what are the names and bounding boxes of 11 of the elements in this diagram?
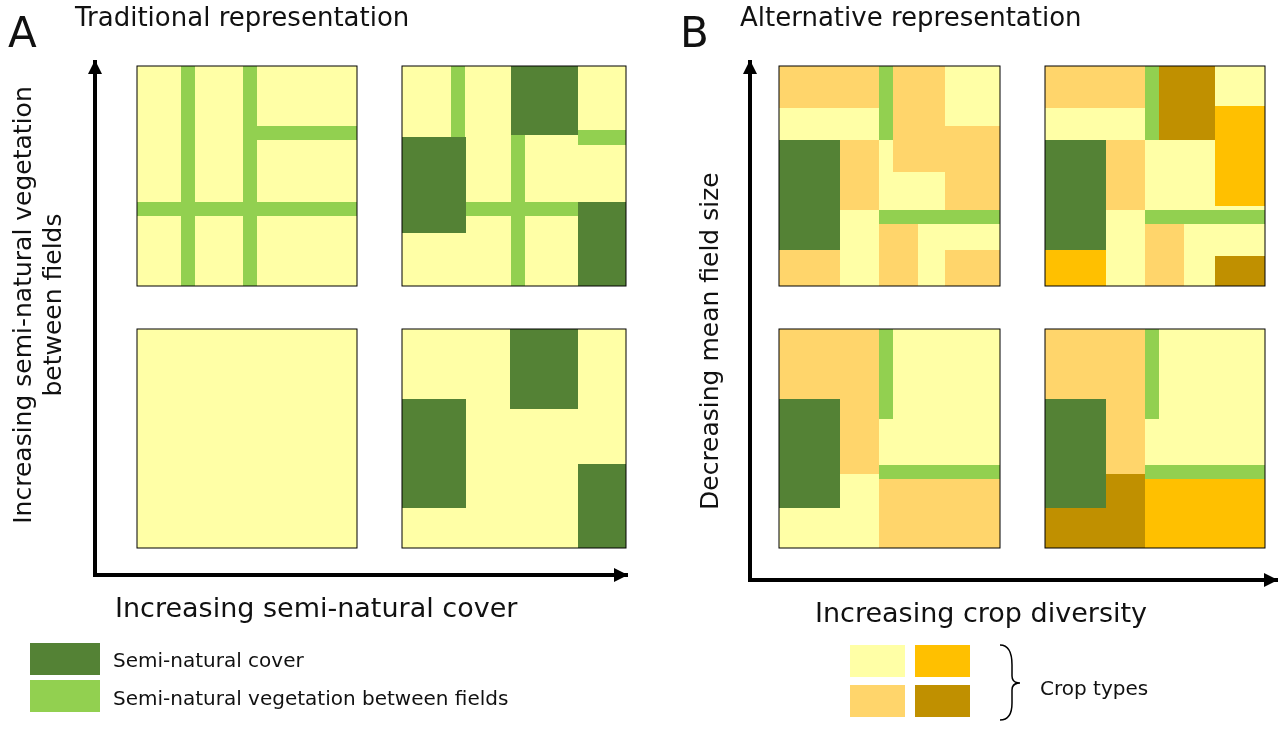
- legend-label: Semi-natural cover: [113, 648, 304, 672]
- axis-label: Increasing semi-natural cover: [115, 592, 518, 623]
- crop-types-label: Crop types: [1040, 676, 1149, 700]
- panel-title: Traditional representation: [75, 2, 410, 32]
- panel-letter: B: [680, 8, 709, 57]
- axis-label: Decreasing mean field size: [695, 172, 724, 510]
- axis-label: Increasing semi-natural vegetation between fields: [8, 85, 68, 526]
- panel-letter: A: [8, 8, 37, 57]
- axis-label: Increasing crop diversity: [815, 597, 1148, 628]
- panel-title: Alternative representation: [740, 2, 1082, 32]
- legend-label: Semi-natural vegetation between fields: [113, 686, 509, 710]
